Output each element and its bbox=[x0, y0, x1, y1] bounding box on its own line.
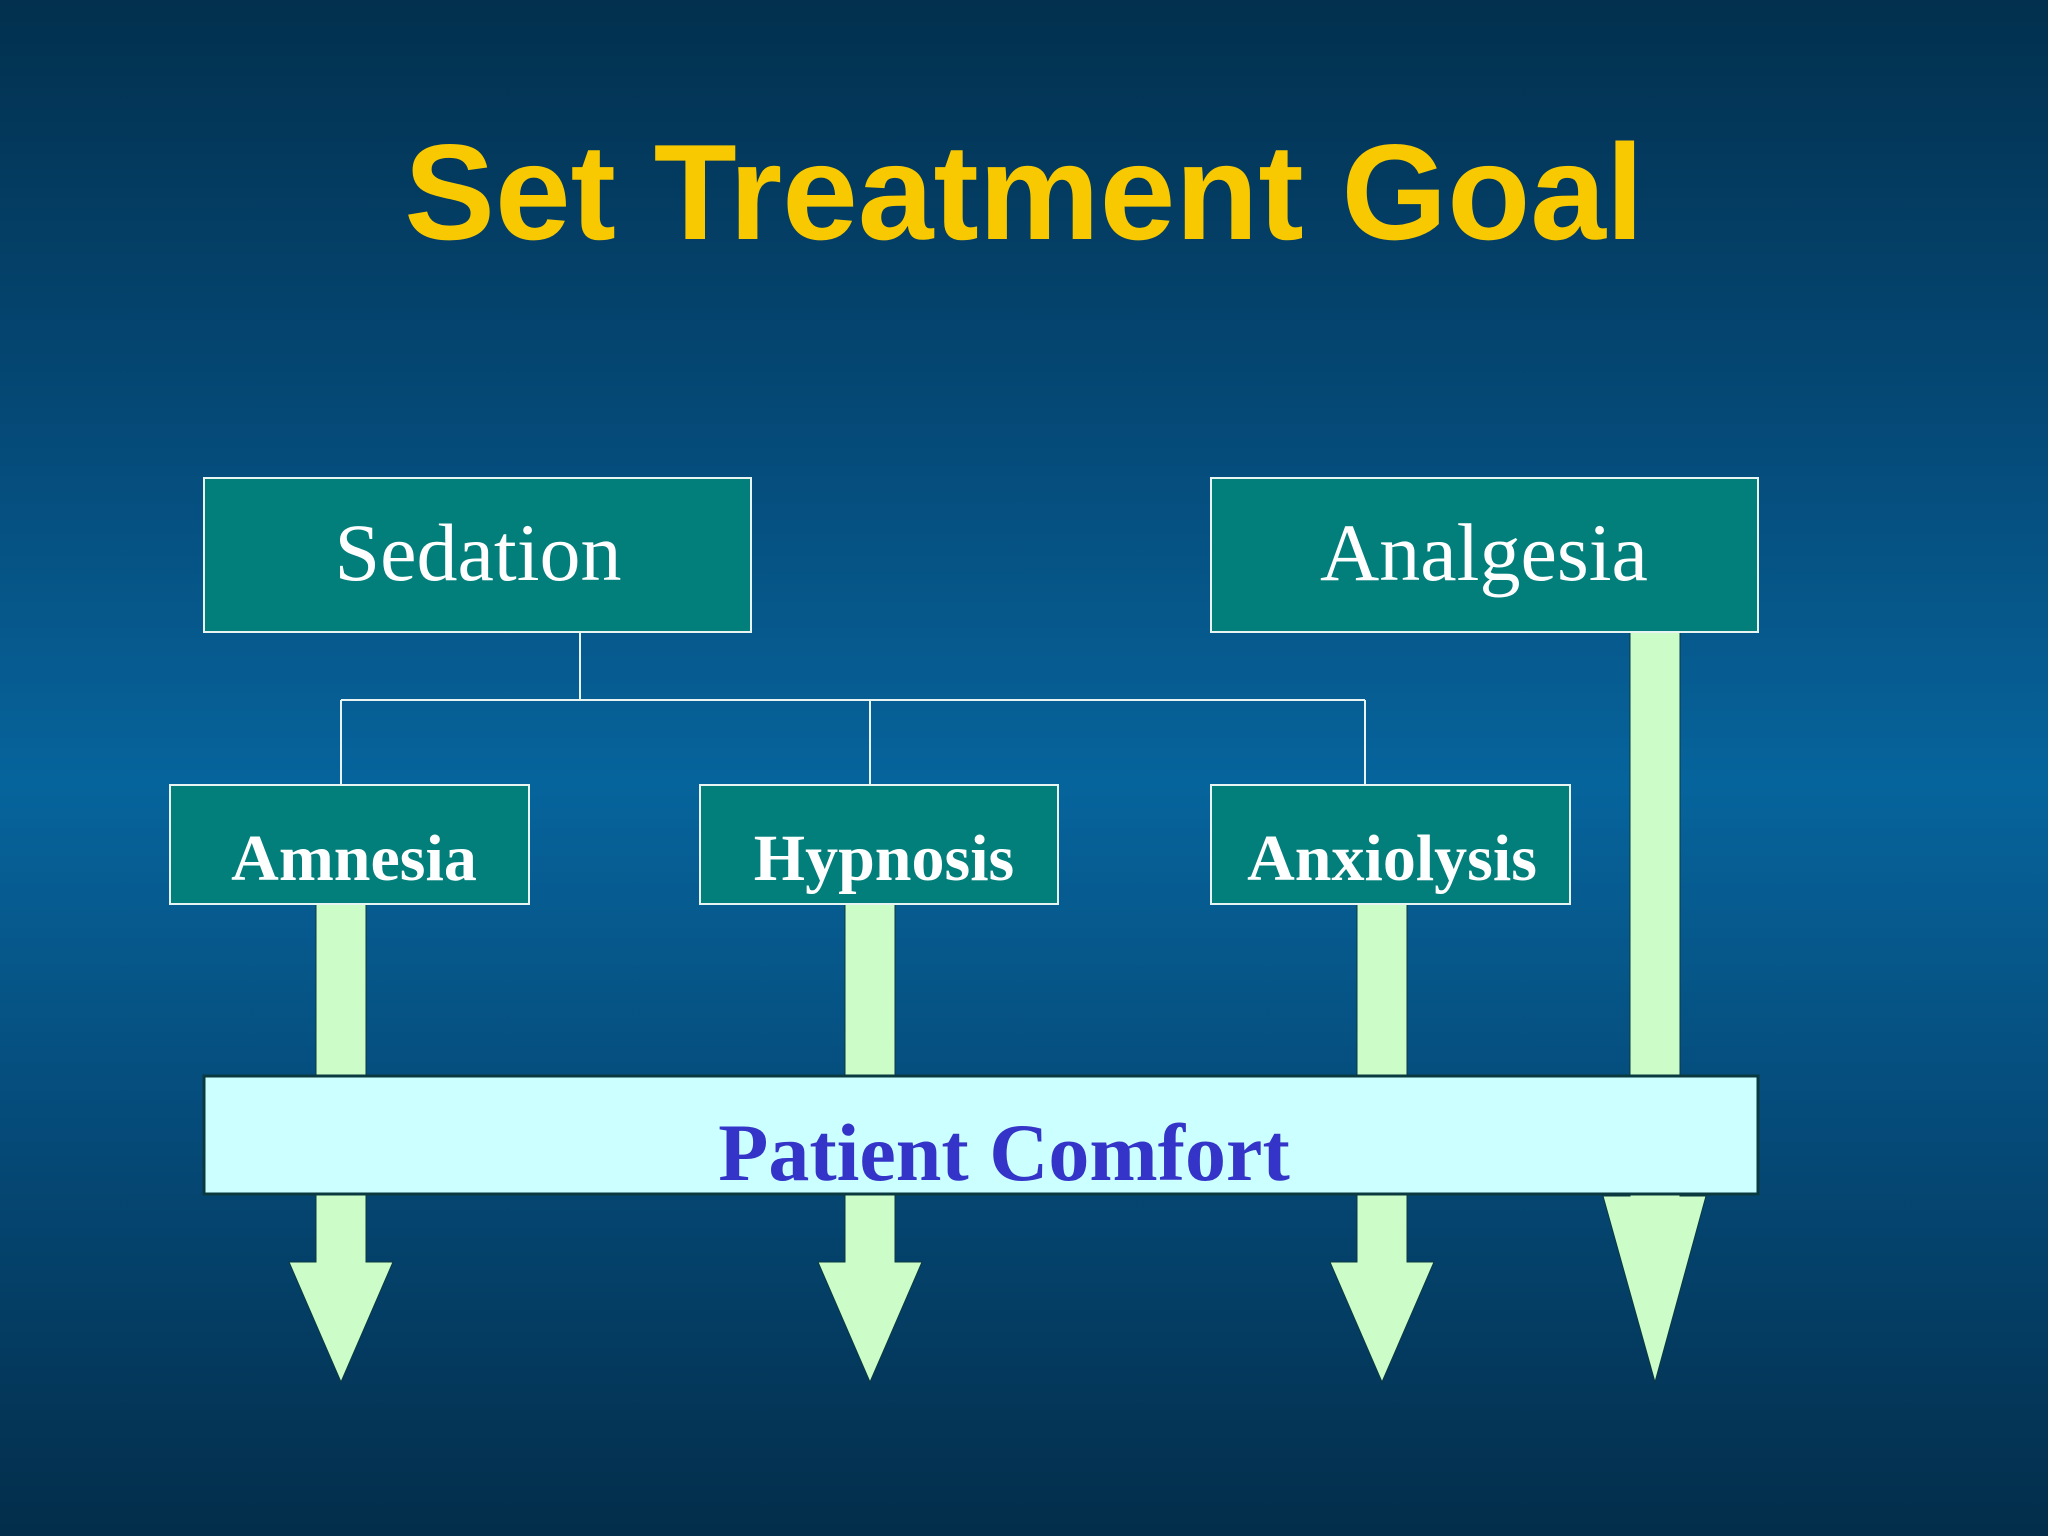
amnesia-label: Amnesia bbox=[231, 822, 477, 895]
amnesia-box: Amnesia bbox=[169, 784, 530, 905]
analgesia-box: Analgesia bbox=[1210, 477, 1759, 633]
sedation-label: Sedation bbox=[335, 507, 622, 598]
patient-comfort-bar: Patient Comfort bbox=[202, 1074, 1760, 1198]
anxiolysis-box: Anxiolysis bbox=[1210, 784, 1571, 905]
sedation-box: Sedation bbox=[203, 477, 752, 633]
sedation-connectors bbox=[340, 632, 1366, 785]
arrow-analgesia bbox=[1602, 631, 1707, 1384]
hypnosis-label: Hypnosis bbox=[754, 822, 1014, 895]
patient-comfort-label: Patient Comfort bbox=[718, 1107, 1290, 1198]
analgesia-label: Analgesia bbox=[1320, 507, 1648, 598]
arrows bbox=[288, 631, 1707, 1384]
anxiolysis-label: Anxiolysis bbox=[1247, 822, 1537, 895]
slide-title: Set Treatment Goal bbox=[404, 116, 1644, 268]
hypnosis-box: Hypnosis bbox=[699, 784, 1059, 905]
